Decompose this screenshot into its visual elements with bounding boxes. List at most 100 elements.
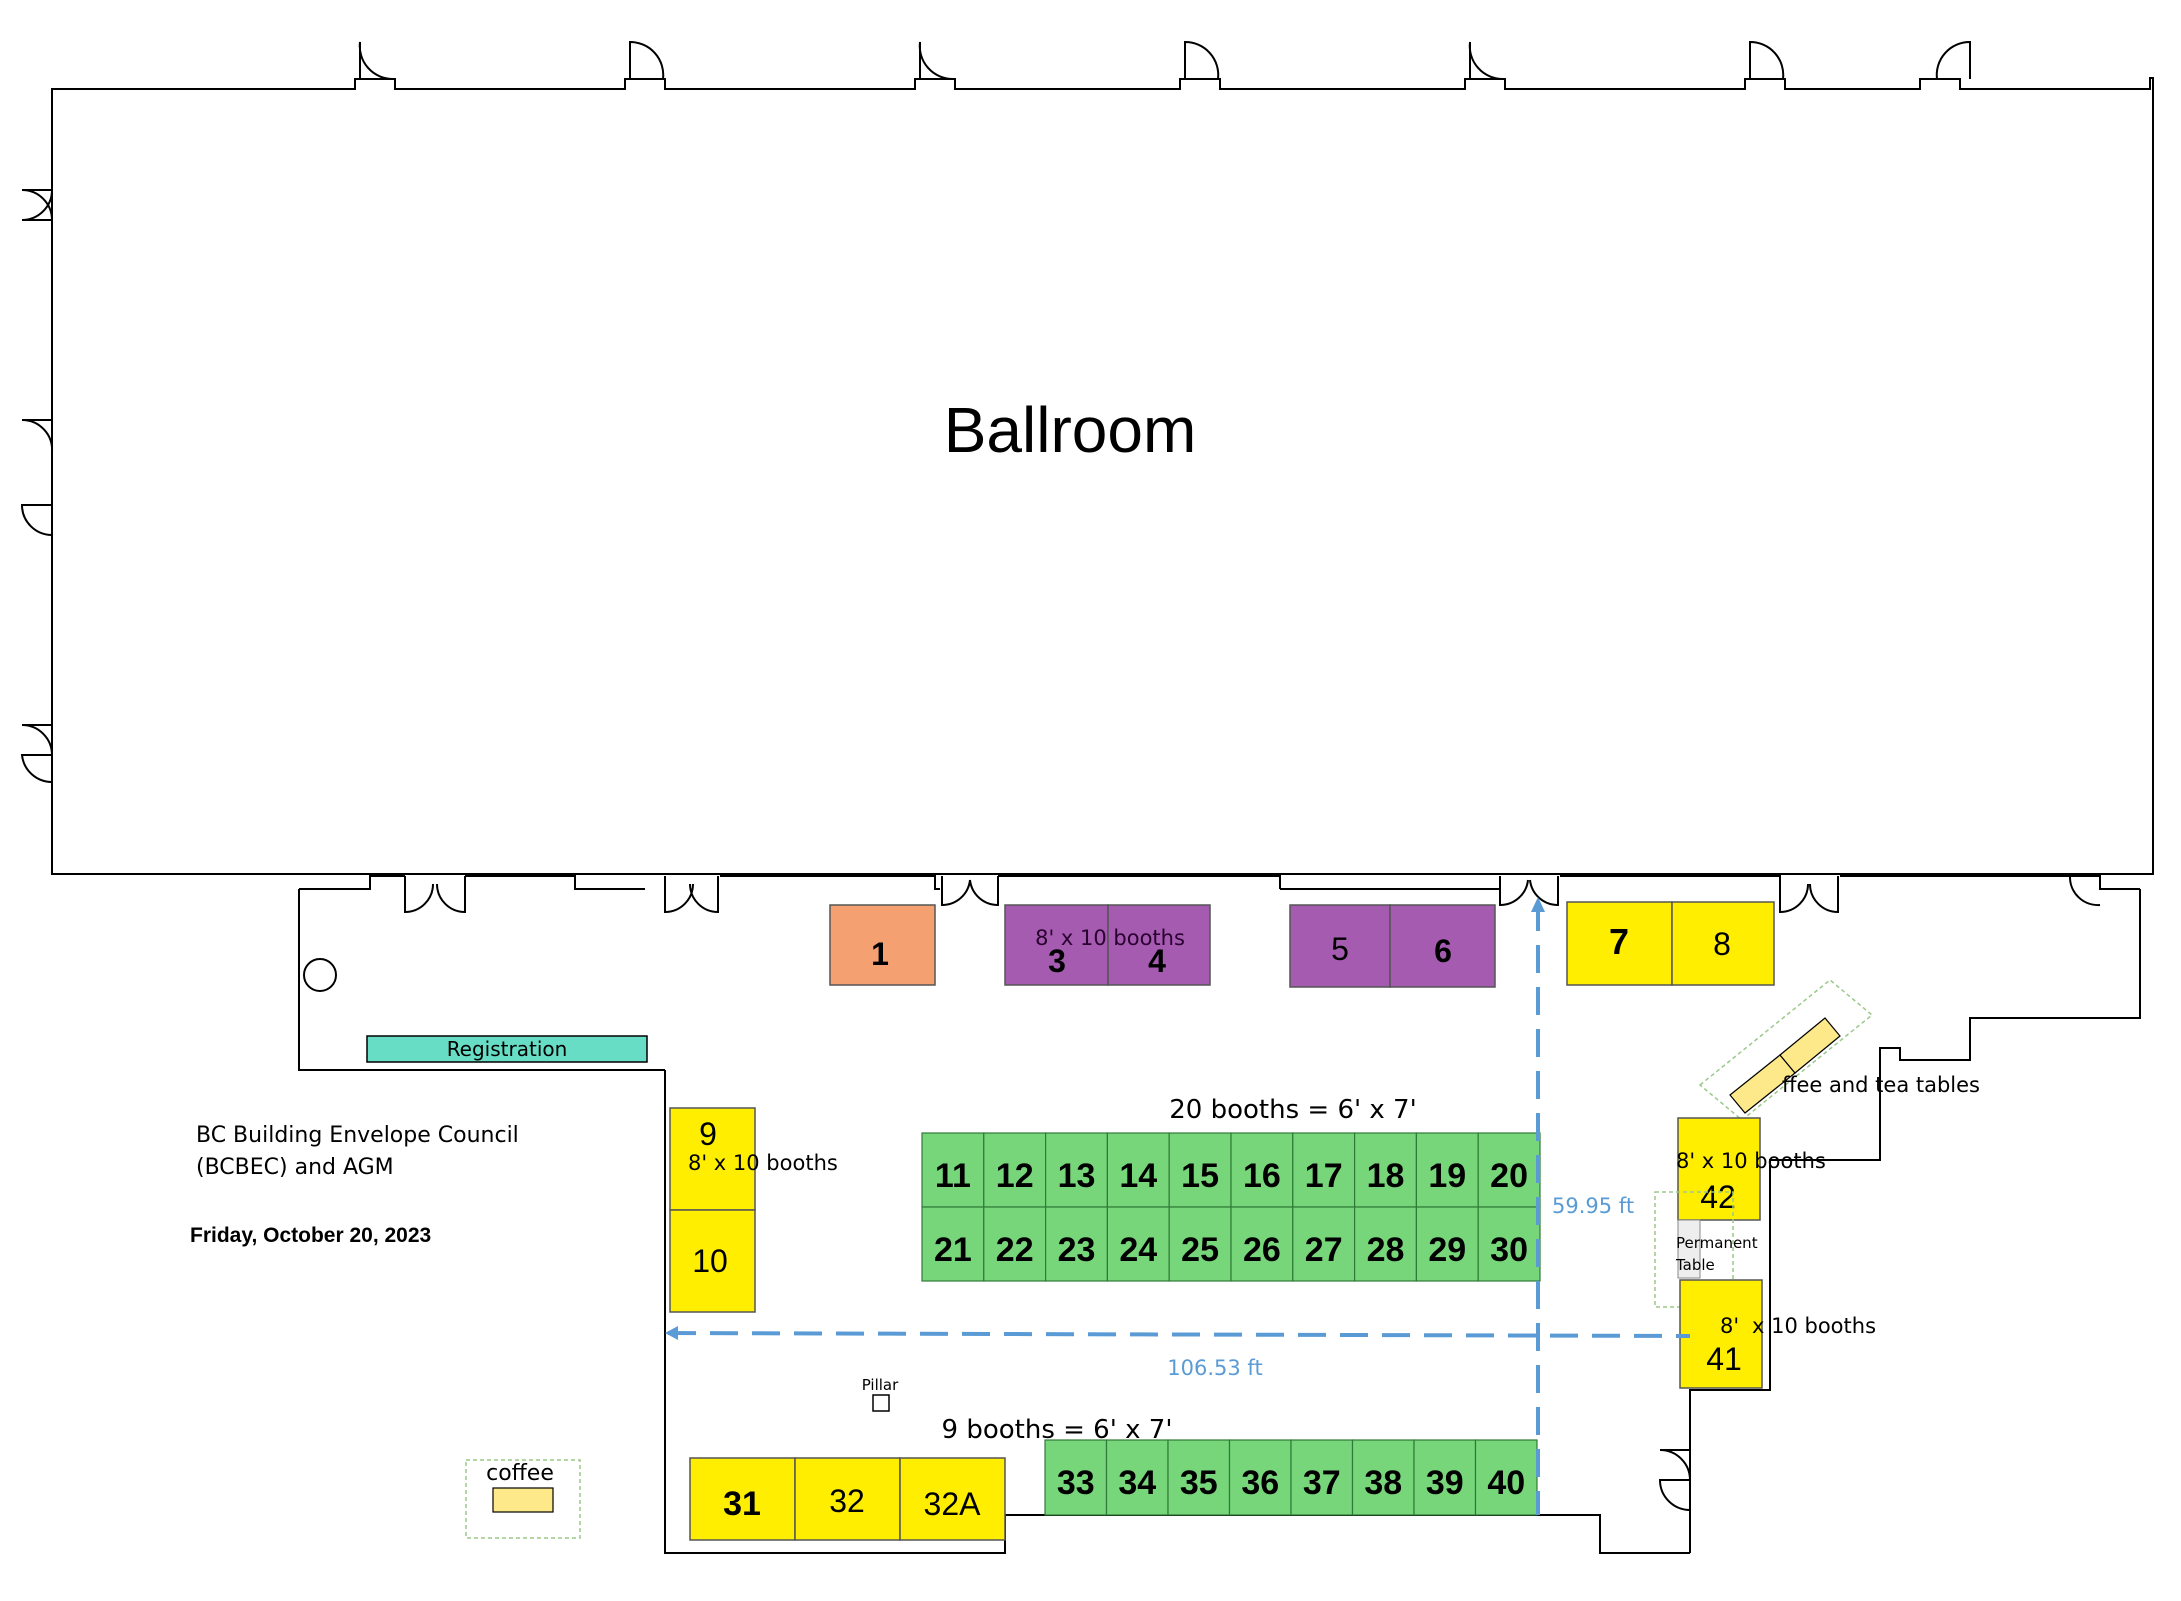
booth-22 [983, 1206, 1047, 1282]
booth-35 [1167, 1439, 1231, 1516]
booth-11 [921, 1132, 985, 1208]
dimension-horizontal-arrow [665, 1326, 678, 1340]
booth-33 [1044, 1439, 1108, 1516]
booth-39 [1413, 1439, 1477, 1516]
permanent-label-line1: Permanent [1676, 1234, 1758, 1252]
coffee-tea-tables [1698, 979, 1874, 1121]
booth-29-number: 29 [1428, 1231, 1466, 1269]
booth-1 [829, 904, 936, 986]
booth-28-number: 28 [1367, 1231, 1405, 1269]
booth-27-number: 27 [1305, 1231, 1343, 1269]
booth-21 [921, 1206, 985, 1282]
booth-30-number: 30 [1490, 1231, 1528, 1269]
booth-32a [899, 1457, 1006, 1541]
org-line2: (BCBEC) and AGM [196, 1155, 394, 1180]
coffee-tea-tables-label: ffee and tea tables [1782, 1073, 1980, 1097]
ballroom-walls [51, 77, 2154, 875]
booths-8x10-right-lower-note-b: x 10 booths [1752, 1314, 1876, 1338]
row-top-note: 20 booths = 6' x 7' [1169, 1095, 1417, 1125]
dimension-horizontal-line [667, 1331, 1691, 1338]
booth-6-number: 6 [1434, 933, 1452, 969]
booth-22-number: 22 [996, 1231, 1034, 1269]
booth-18-number: 18 [1367, 1157, 1405, 1195]
coffee-label: coffee [486, 1461, 554, 1486]
booth-17-number: 17 [1305, 1157, 1343, 1195]
dimension-vertical-arrow [1531, 897, 1545, 912]
coffee-table [492, 1487, 554, 1513]
booth-40 [1474, 1439, 1538, 1516]
booth-9-number: 9 [699, 1116, 717, 1152]
booth-30 [1477, 1206, 1541, 1282]
pillar [872, 1394, 890, 1412]
permanent-label-line2: Table [1675, 1256, 1715, 1274]
booth-8 [1671, 901, 1775, 986]
booth-19-number: 19 [1428, 1157, 1466, 1195]
booth-16-number: 16 [1243, 1157, 1281, 1195]
booth-42 [1677, 1117, 1761, 1221]
org-line1: BC Building Envelope Council [196, 1123, 519, 1148]
booth-5-number: 5 [1331, 931, 1349, 967]
booth-10-number: 10 [692, 1243, 728, 1279]
registration-label: Registration [447, 1037, 568, 1061]
booth-8-number: 8 [1713, 926, 1731, 962]
booth-38 [1351, 1439, 1415, 1516]
booth-34-number: 34 [1118, 1464, 1156, 1502]
booth-7 [1566, 901, 1673, 986]
booth-31-number: 31 [723, 1485, 761, 1523]
ballroom-label: Ballroom [944, 394, 1197, 466]
booth-6 [1389, 904, 1496, 988]
booth-19 [1415, 1132, 1479, 1208]
booth-26-number: 26 [1243, 1231, 1281, 1269]
event-date: Friday, October 20, 2023 [190, 1224, 431, 1247]
booth-31 [689, 1457, 796, 1541]
booth-4 [1107, 904, 1211, 986]
booth-29 [1415, 1206, 1479, 1282]
booth-34 [1105, 1439, 1169, 1516]
booth-12 [983, 1132, 1047, 1208]
coffee-area [465, 1459, 581, 1539]
booths-8x10-left-note: 8' x 10 booths [688, 1151, 838, 1175]
foyer-doors [404, 875, 2101, 1511]
booth-23-number: 23 [1058, 1231, 1096, 1269]
permanent-table [1677, 1219, 1701, 1279]
booth-23 [1044, 1206, 1108, 1282]
dimension-lines [665, 897, 1691, 1515]
booth-24-number: 24 [1119, 1231, 1157, 1269]
booth-1-number: 1 [871, 936, 889, 972]
dimension-horizontal-label: 106.53 ft [1167, 1356, 1262, 1380]
booth-14 [1106, 1132, 1170, 1208]
booth-13 [1044, 1132, 1108, 1208]
booth-25-number: 25 [1181, 1231, 1219, 1269]
booth-14-number: 14 [1119, 1157, 1157, 1195]
column-circle [303, 958, 337, 992]
booth-20-number: 20 [1490, 1157, 1528, 1195]
booth-4-number: 4 [1148, 943, 1166, 979]
registration-desk [366, 1035, 648, 1063]
booth-7-number: 7 [1609, 921, 1629, 962]
booths-8x10-right-upper-note: 8' x 10 booths [1676, 1149, 1826, 1173]
booth-11-number: 11 [935, 1157, 971, 1195]
booth-37-number: 37 [1303, 1464, 1341, 1502]
booth-32a-number: 32A [924, 1486, 982, 1522]
booth-12-number: 12 [996, 1157, 1034, 1195]
pillar-label: Pillar [862, 1376, 899, 1394]
booth-33-number: 33 [1057, 1464, 1095, 1502]
ballroom-top-doors [358, 40, 1971, 81]
ballroom-left-doors [20, 189, 54, 784]
booths-8x10-right-lower-note-a: 8' [1720, 1314, 1739, 1338]
booth-36 [1228, 1439, 1292, 1516]
booth-37 [1290, 1439, 1354, 1516]
booth-42-number: 42 [1700, 1179, 1736, 1215]
booth-28 [1353, 1206, 1417, 1282]
booth-16 [1230, 1132, 1294, 1208]
dimension-vertical-label: 59.95 ft [1552, 1194, 1634, 1218]
booth-25 [1168, 1206, 1232, 1282]
booth-39-number: 39 [1426, 1464, 1464, 1502]
booth-32 [794, 1457, 901, 1541]
booth-13-number: 13 [1058, 1157, 1096, 1195]
booths-8x10-top-note: 8' x 10 booths [1035, 926, 1185, 950]
